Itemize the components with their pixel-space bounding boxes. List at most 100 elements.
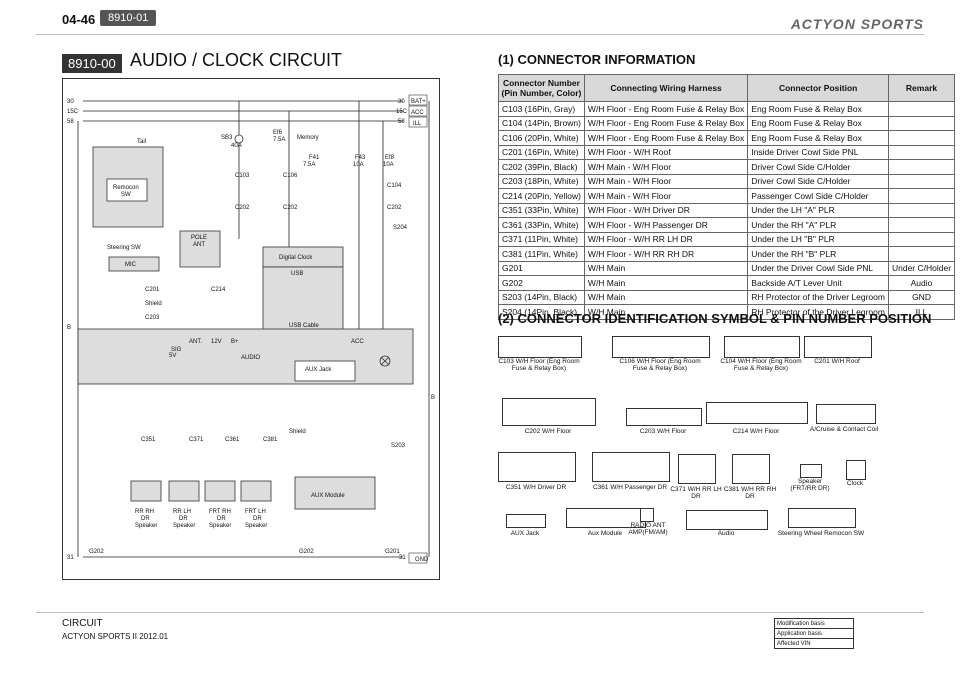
caption-aux-jack: AUX Jack (510, 530, 540, 537)
table-cell: W/H Floor - W/H Driver DR (583, 202, 749, 218)
svg-text:Speaker: Speaker (245, 523, 267, 529)
modification-basis: Modification basis (774, 618, 854, 629)
svg-text:GND: GND (415, 557, 429, 563)
application-basis: Application basis (774, 628, 854, 639)
table-cell (887, 188, 956, 204)
svg-text:S204: S204 (393, 225, 408, 231)
table-cell: Eng Room Fuse & Relay Box (747, 115, 889, 131)
svg-text:C103: C103 (235, 173, 250, 179)
svg-text:7.5A: 7.5A (303, 162, 315, 168)
table-cell (887, 159, 956, 175)
table-cell (887, 202, 956, 218)
connector-info-title: (1) CONNECTOR INFORMATION (498, 52, 696, 67)
svg-text:C104: C104 (387, 183, 402, 189)
table-cell: S204 (14Pin, Black) (498, 304, 585, 320)
table-cell: W/H Floor - Eng Room Fuse & Relay Box (583, 101, 749, 117)
svg-text:Speaker: Speaker (135, 523, 157, 529)
svg-text:ANT: ANT (193, 242, 205, 248)
svg-text:BAT+: BAT+ (411, 99, 426, 105)
svg-text:MIC: MIC (125, 262, 137, 268)
table-cell: W/H Main - W/H Floor (583, 159, 749, 175)
svg-text:C371: C371 (189, 437, 204, 443)
table-cell: ILL (887, 304, 956, 320)
table-cell: Under the RH "B" PLR (747, 246, 889, 262)
affected-vin: Affected VIN (774, 638, 854, 649)
connector-diagram-c106 (612, 336, 710, 358)
svg-text:FRT LH: FRT LH (245, 509, 266, 515)
svg-text:15C: 15C (67, 109, 79, 115)
svg-text:C361: C361 (225, 437, 240, 443)
svg-text:F43: F43 (355, 155, 366, 161)
caption-cruise-coil: A/Cruise & Contact Coil (809, 426, 879, 433)
connector-diagram-speaker (800, 464, 822, 478)
table-cell: W/H Main (583, 304, 749, 320)
svg-text:F41: F41 (309, 155, 320, 161)
caption-c202: C202 W/H Floor (524, 428, 572, 435)
svg-text:C201: C201 (145, 287, 160, 293)
caption-remocon-sw: Steering Wheel Remocon SW (777, 530, 865, 537)
table-cell: C351 (33Pin, White) (498, 202, 585, 218)
table-cell: C202 (39Pin, Black) (498, 159, 585, 175)
table-cell: C371 (11Pin, White) (498, 231, 585, 247)
table-cell (887, 115, 956, 131)
svg-text:ANT.: ANT. (189, 339, 202, 345)
table-cell: C214 (20Pin, Yellow) (498, 188, 585, 204)
connector-diagram-c214 (706, 402, 808, 424)
svg-text:FRT RH: FRT RH (209, 509, 231, 515)
table-cell: Inside Driver Cowl Side PNL (747, 144, 889, 160)
svg-text:ACC: ACC (351, 339, 364, 345)
connector-info-table: Connector Number (Pin Number, Color) Con… (498, 74, 956, 320)
caption-audio: Audio (717, 530, 735, 537)
svg-text:12V: 12V (211, 339, 222, 345)
svg-text:SB3: SB3 (221, 135, 233, 141)
connector-diagram-cruise-coil (816, 404, 876, 424)
footer-model: ACTYON SPORTS II 2012.01 (62, 632, 169, 641)
table-cell (887, 101, 956, 117)
connector-diagram-audio (686, 510, 768, 530)
caption-c201: C201 W/H Roof (814, 358, 860, 365)
svg-text:Speaker: Speaker (209, 523, 231, 529)
svg-text:C202: C202 (283, 205, 298, 211)
table-cell: S203 (14Pin, Black) (498, 289, 585, 305)
table-cell: C381 (11Pin, White) (498, 246, 585, 262)
table-cell: W/H Main (583, 275, 749, 291)
table-cell: C106 (20Pin, White) (498, 130, 585, 146)
table-cell: Driver Cowl Side C/Holder (747, 173, 889, 189)
table-cell: Under the LH "B" PLR (747, 231, 889, 247)
caption-c203: C203 W/H Floor (639, 428, 687, 435)
svg-text:Shield: Shield (145, 301, 162, 307)
connector-diagram-c103 (498, 336, 582, 358)
svg-text:Ef6: Ef6 (273, 130, 283, 136)
table-cell: Under the RH "A" PLR (747, 217, 889, 233)
svg-text:DR: DR (253, 516, 262, 522)
svg-text:DR: DR (179, 516, 188, 522)
connector-diagram-radio-ant (640, 508, 654, 522)
connector-table-body: C103 (16Pin, Gray)W/H Floor - Eng Room F… (498, 101, 956, 320)
connector-diagram-clock (846, 460, 866, 480)
caption-c361: C361 W/H Passenger DR (592, 484, 668, 491)
svg-text:Tail: Tail (137, 139, 146, 145)
connector-diagram-remocon-sw (788, 508, 856, 528)
table-cell: Eng Room Fuse & Relay Box (747, 130, 889, 146)
table-cell: W/H Main (583, 289, 749, 305)
connector-diagram-c202 (502, 398, 596, 426)
svg-text:Speaker: Speaker (173, 523, 195, 529)
table-cell: Under the LH "A" PLR (747, 202, 889, 218)
svg-text:B: B (431, 395, 435, 401)
svg-text:RR RH: RR RH (135, 509, 154, 515)
table-cell: Audio (887, 275, 956, 291)
table-cell: Under C/Holder (887, 260, 956, 276)
caption-c381: C381 W/H RR RH DR (723, 486, 777, 501)
table-row: C361 (33Pin, White)W/H Floor - W/H Passe… (498, 217, 956, 233)
svg-text:AUX Jack: AUX Jack (305, 367, 332, 373)
section-code-badge: 8910-00 (62, 54, 122, 73)
svg-text:30: 30 (67, 99, 74, 105)
svg-text:15C: 15C (396, 109, 408, 115)
pin-position-title: (2) CONNECTOR IDENTIFICATION SYMBOL & PI… (498, 311, 932, 326)
table-cell: Driver Cowl Side C/Holder (747, 159, 889, 175)
connector-diagram-c203 (626, 408, 702, 426)
table-cell: Under the Driver Cowl Side PNL (747, 260, 889, 276)
